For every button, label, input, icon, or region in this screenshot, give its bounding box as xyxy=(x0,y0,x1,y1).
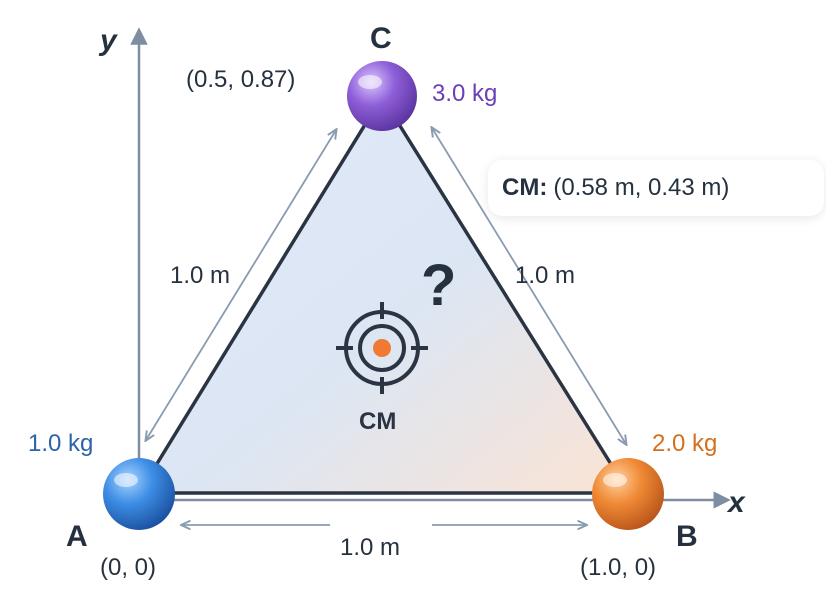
cm-result-callout: CM: (0.58 m, 0.43 m) xyxy=(488,160,824,216)
cm-result-value: (0.58 m, 0.43 m) xyxy=(553,174,730,201)
mass-b-value: 2.0 kg xyxy=(652,430,718,457)
vertex-b-coordinates: (1.0, 0) xyxy=(580,554,657,581)
cm-label: CM xyxy=(359,408,397,435)
bottom-side-length: 1.0 m xyxy=(340,534,401,561)
right-side-length: 1.0 m xyxy=(515,262,576,289)
x-axis-label: x xyxy=(728,486,745,519)
left-side-dimension-arrow xyxy=(146,130,336,440)
vertex-c-coordinates: (0.5, 0.87) xyxy=(186,66,296,93)
mass-b-ball xyxy=(592,458,664,530)
cm-result-prefix: CM: xyxy=(502,174,548,201)
mass-a-value: 1.0 kg xyxy=(28,430,94,457)
vertex-b-label: B xyxy=(676,520,698,553)
right-side-dimension-arrow xyxy=(432,128,626,444)
y-axis-label: y xyxy=(100,24,117,57)
vertex-a-coordinates: (0, 0) xyxy=(100,554,157,581)
left-side-length: 1.0 m xyxy=(170,262,231,289)
cm-dot xyxy=(373,339,391,357)
vertex-a-label: A xyxy=(66,520,88,553)
mass-a-ball xyxy=(103,458,175,530)
target-crosshair-icon xyxy=(336,302,428,394)
question-mark: ? xyxy=(421,253,457,318)
mass-c-ball xyxy=(347,61,417,131)
mass-c-value: 3.0 kg xyxy=(432,80,498,107)
vertex-c-label: C xyxy=(370,22,392,55)
